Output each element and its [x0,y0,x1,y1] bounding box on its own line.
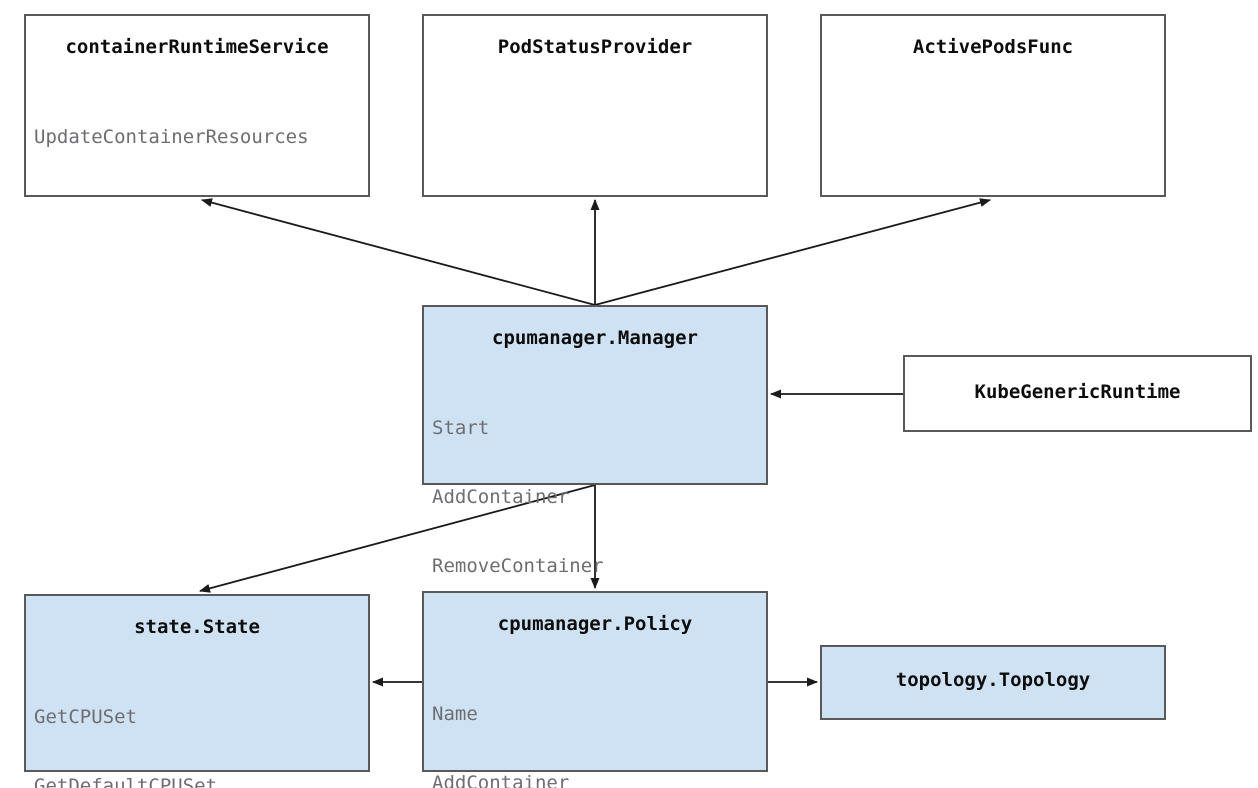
edge-manager-to-containerRuntimeService [201,198,596,306]
node-title: cpumanager.Policy [497,613,693,635]
member-item: Name [432,703,478,725]
node-title: containerRuntimeService [65,36,329,58]
member-item: UpdateContainerResources [34,126,309,148]
node-title: KubeGenericRuntime [974,381,1181,403]
member-item: GetCPUSet [34,706,137,728]
node-cpumanager-manager[interactable]: cpumanager.Manager Start AddContainer Re… [422,305,768,646]
node-kube-generic-runtime[interactable]: KubeGenericRuntime [903,355,1252,432]
node-title: topology.Topology [895,669,1091,691]
edge-manager-to-activePodsFunc [594,198,991,306]
member-item: AddContainer [432,486,570,508]
member-item: AddContainer [432,772,570,788]
node-members: GetCPUSet GetDefaultCPUSet SetCPUSet Set… [34,660,368,788]
node-state-state[interactable]: state.State GetCPUSet GetDefaultCPUSet S… [24,594,370,788]
node-cpumanager-policy[interactable]: cpumanager.Policy Name AddContainer Remo… [422,591,768,788]
node-members: UpdateContainerResources [34,80,368,195]
member-item: Start [432,417,490,439]
node-container-runtime-service[interactable]: containerRuntimeService UpdateContainerR… [24,14,370,197]
node-title: state.State [134,616,260,638]
node-title: cpumanager.Manager [492,327,698,349]
node-topology-topology[interactable]: topology.Topology [820,645,1166,720]
node-active-pods-func[interactable]: ActivePodsFunc [820,14,1166,197]
node-members: Name AddContainer RemoveContainer [432,657,766,788]
node-pod-status-provider[interactable]: PodStatusProvider [422,14,768,197]
node-title: ActivePodsFunc [912,36,1074,58]
member-item: GetDefaultCPUSet [34,775,218,788]
node-title: PodStatusProvider [497,36,693,58]
member-item: RemoveContainer [432,555,604,577]
